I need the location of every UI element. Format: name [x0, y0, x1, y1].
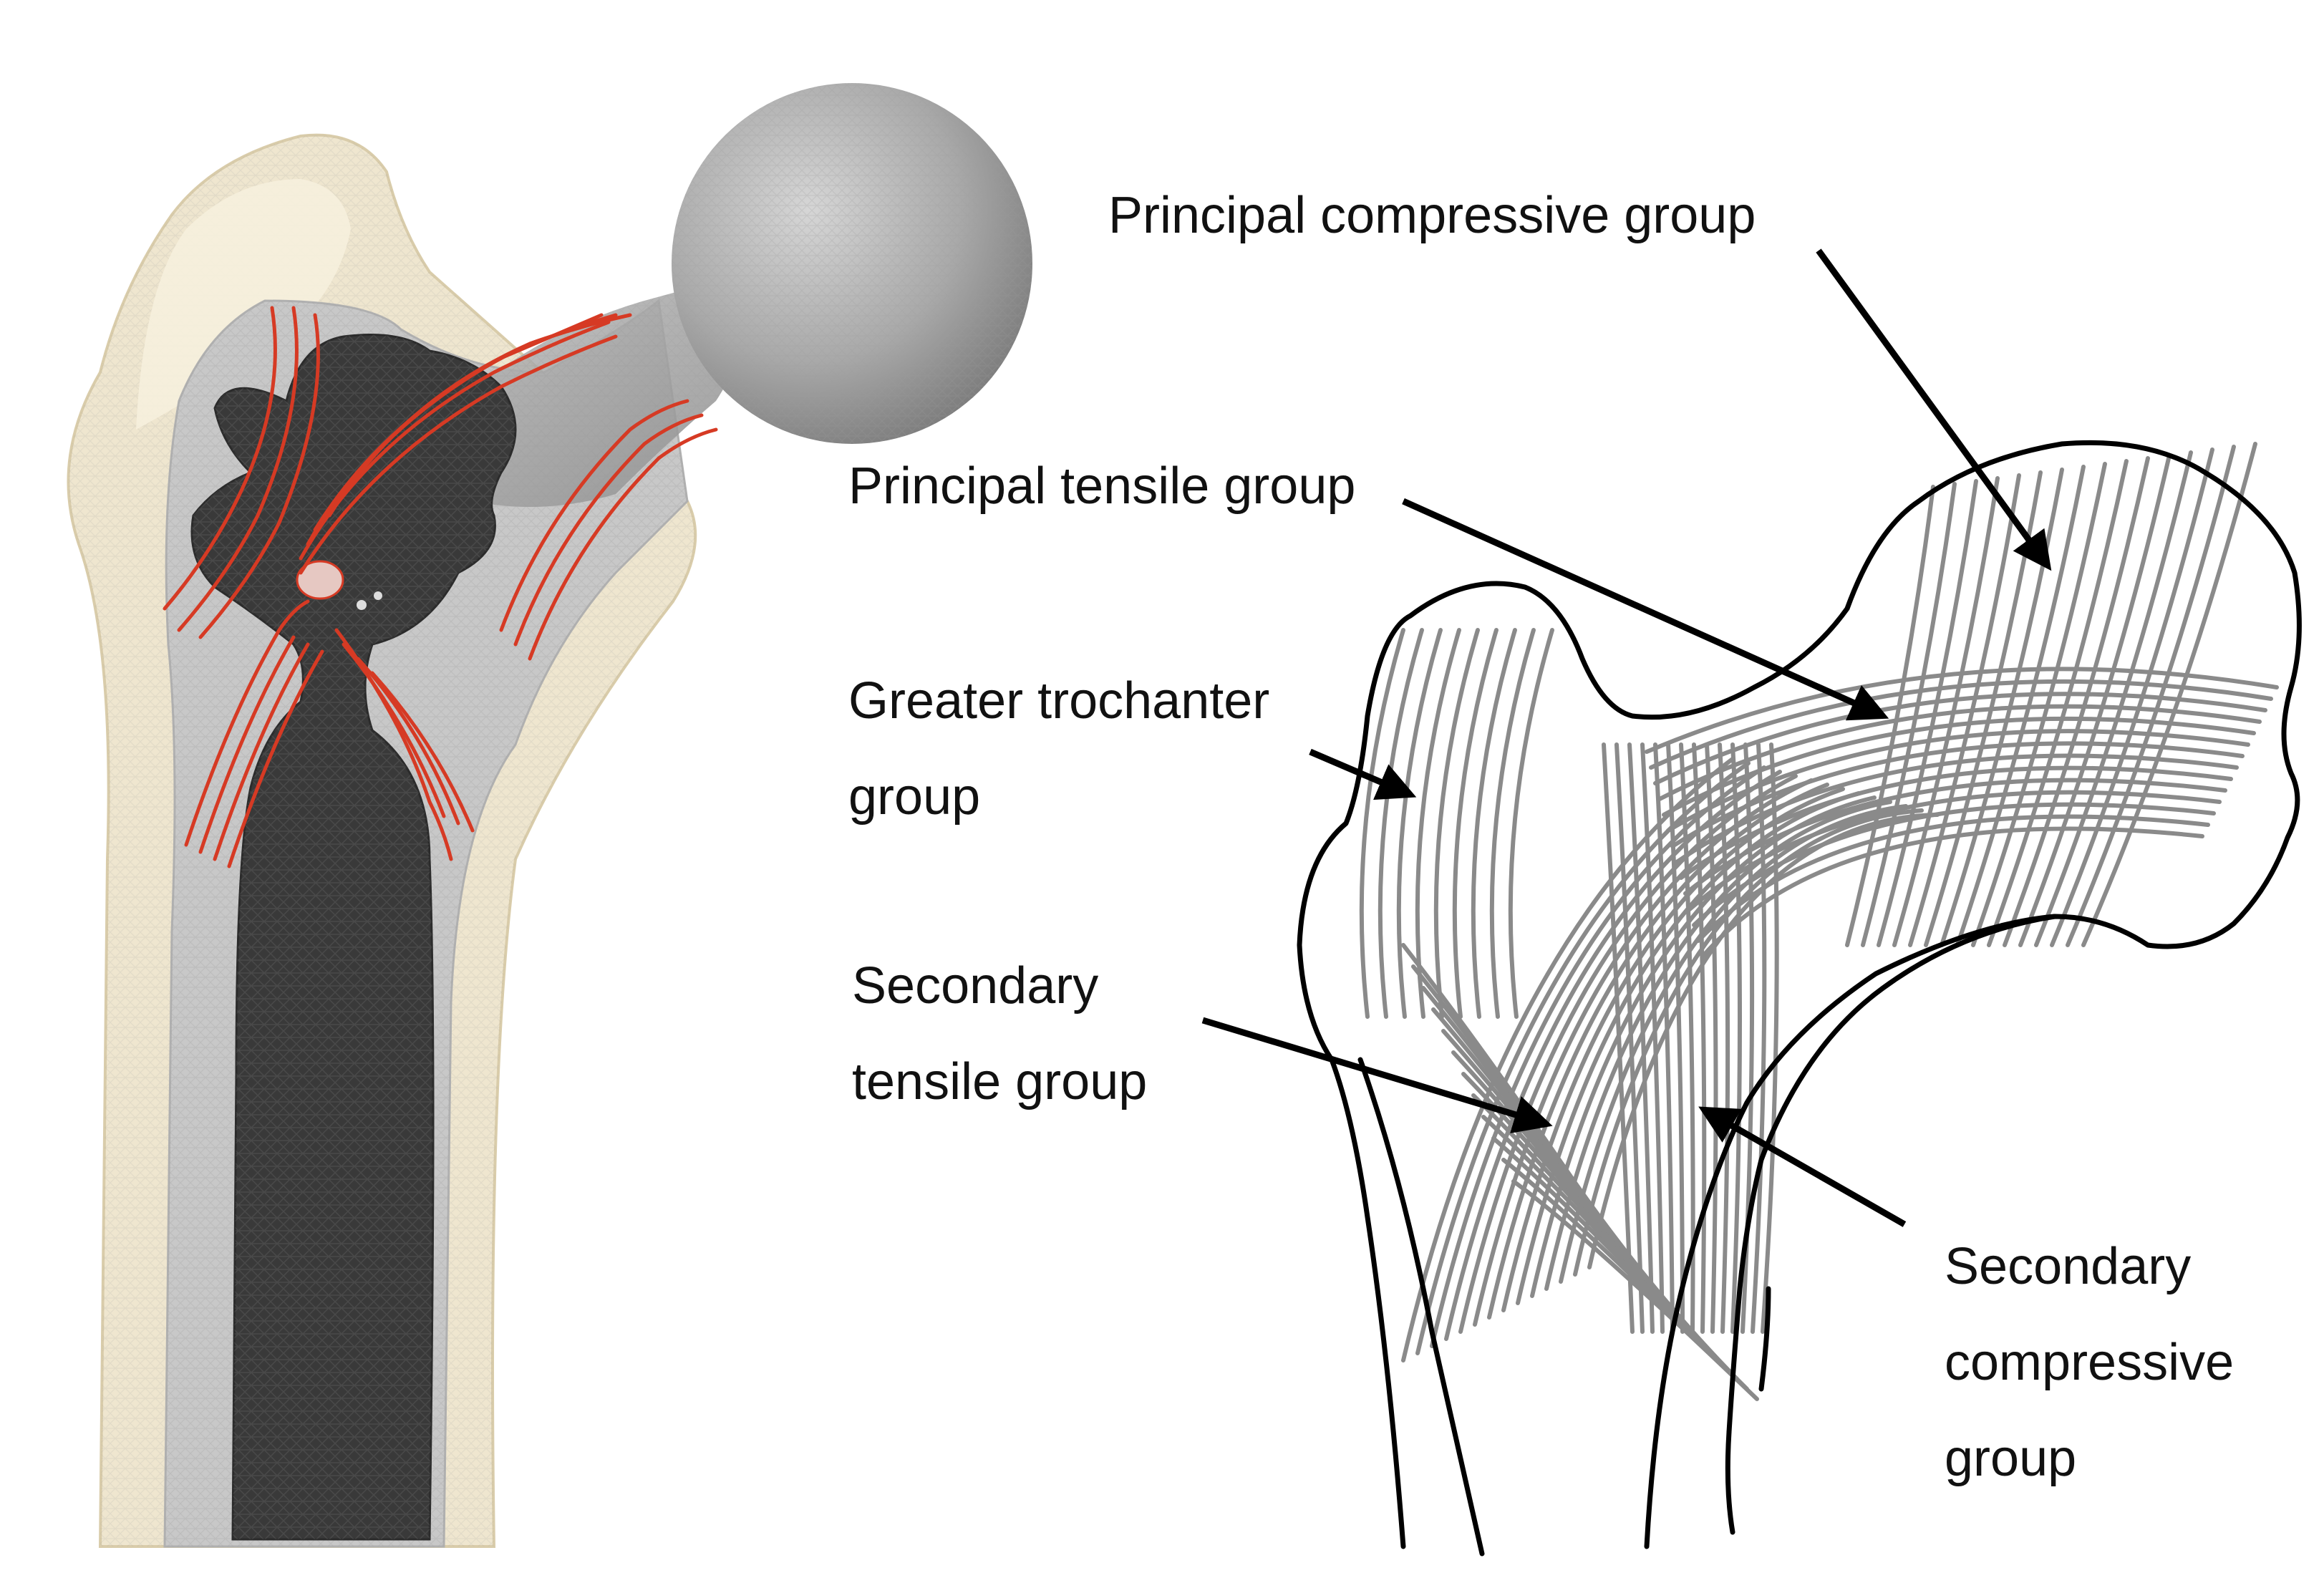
arrow-secondary-compressive	[1698, 1106, 1907, 1227]
arrow-secondary-tensile	[1201, 1017, 1553, 1133]
arrow-greater-trochanter	[1309, 748, 1417, 800]
label-secondary-compressive-line1: Secondary	[1945, 1238, 2192, 1295]
trabecula-principal-tensile	[1679, 765, 2233, 880]
label-greater-trochanter-line2: group	[848, 768, 981, 826]
label-greater-trochanter-line1: Greater trochanter	[848, 672, 1270, 730]
trabecula-secondary-compressive	[1653, 742, 1675, 1334]
trabecula-secondary-compressive	[1705, 742, 1718, 1334]
label-secondary-compressive: Secondary compressive group	[1945, 1219, 2234, 1506]
label-secondary-compressive-line2: compressive	[1945, 1334, 2235, 1391]
trabecula-greater-trochanter	[1396, 628, 1443, 1019]
sketch-outline	[1297, 440, 2302, 1557]
trabecula-principal-tensile	[1700, 826, 2204, 959]
trabecula-principal-compressive	[1845, 485, 1935, 947]
trabecula-principal-tensile	[1649, 679, 2273, 770]
trabecula-secondary-compressive	[1751, 742, 1767, 1334]
trabecula-greater-trochanter	[1471, 628, 1517, 1019]
trabecula-greater-trochanter	[1433, 628, 1480, 1019]
trabecula-principal-compressive	[1987, 459, 2129, 947]
trabecula-secondary-compressive	[1666, 742, 1685, 1334]
trabecula-secondary-tensile	[1559, 804, 1908, 1284]
trochanter-inner-face	[136, 179, 351, 430]
trabecula-greater-trochanter	[1378, 628, 1424, 1019]
label-secondary-tensile: Secondary tensile group	[852, 938, 1147, 1130]
trabecula-greater-trochanter	[1452, 628, 1499, 1019]
trabecula-secondary-compressive	[1614, 742, 1645, 1334]
label-secondary-tensile-line1: Secondary	[852, 957, 1099, 1015]
trabecula-principal-compressive	[2018, 453, 2172, 947]
arrow-principal-compressive	[1816, 248, 2052, 571]
trabecula-principal-compressive	[1955, 465, 2086, 947]
trabecula-secondary-tensile	[1473, 778, 1814, 1327]
label-principal-compressive: Principal compressive group	[1108, 187, 1756, 244]
trabecula-principal-compressive	[2066, 445, 2236, 947]
label-greater-trochanter: Greater trochanter group	[848, 653, 1269, 845]
trabecula-secondary-compressive	[1602, 742, 1635, 1334]
trabecula-secondary-compressive	[1627, 742, 1655, 1334]
trabecula-secondary-compressive	[1730, 742, 1742, 1334]
trabecula-principal-tensile	[1696, 814, 2210, 943]
trabecula-principal-tensile	[1645, 667, 2279, 754]
trabecula-secondary-compressive	[1692, 742, 1707, 1334]
trabecula-principal-compressive	[2081, 442, 2257, 947]
label-secondary-compressive-line3: group	[1945, 1430, 2077, 1487]
label-arrows	[1201, 248, 2052, 1227]
trabecula-greater-trochanter	[1489, 628, 1536, 1019]
trabecula-greater-trochanter	[1359, 628, 1405, 1019]
trabecula-secondary-tensile	[1458, 774, 1798, 1334]
trabecula-principal-compressive	[1908, 473, 2021, 947]
trabecula-secondary-tensile	[1444, 770, 1782, 1341]
trabecula-principal-tensile	[1688, 790, 2222, 911]
trabecula-greater-trochanter	[1508, 628, 1554, 1019]
trabecula-secondary-compressive	[1718, 742, 1730, 1334]
trabecula-secondary-compressive	[1761, 742, 1779, 1334]
trabecula-secondary-tensile	[1573, 808, 1924, 1277]
trabecula-secondary-crossing	[1511, 1179, 1759, 1401]
label-principal-tensile: Principal tensile group	[848, 458, 1356, 515]
trabecula-secondary-compressive	[1640, 742, 1665, 1334]
model-trabecular-lines	[163, 306, 718, 868]
femur-fe-model	[67, 83, 1032, 1548]
femur-trabecular-schematic	[1201, 248, 2302, 1557]
label-secondary-tensile-line2: tensile group	[852, 1053, 1148, 1110]
trabecula-principal-compressive	[1971, 462, 2107, 947]
trabecula-principal-compressive	[2003, 456, 2150, 947]
trabecula-secondary-tensile	[1544, 800, 1892, 1291]
arrow-principal-tensile	[1402, 498, 1889, 721]
trabecula-secondary-tensile	[1401, 757, 1735, 1362]
